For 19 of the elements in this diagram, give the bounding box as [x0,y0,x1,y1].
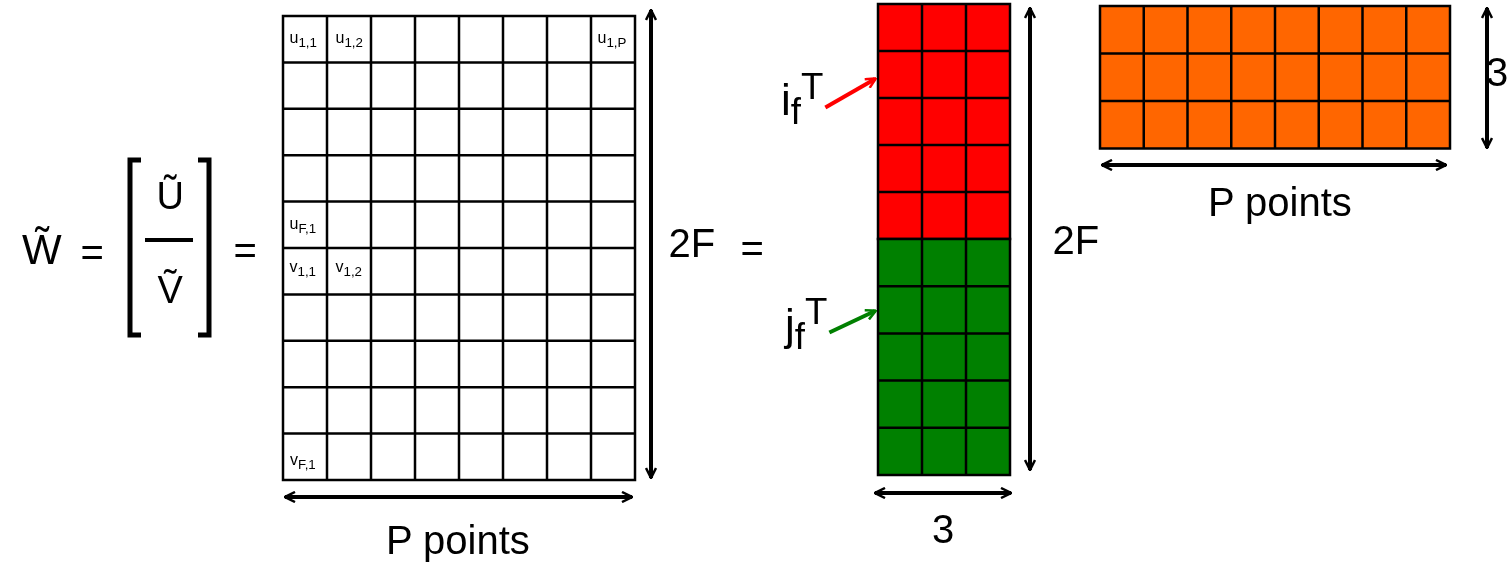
cell-label: u$_{1,P}$ [597,30,627,50]
equals-sign: = [80,232,104,272]
dimension-label: 2F [1052,220,1100,260]
arrow [828,309,878,335]
cell-label: v$_{1,1}$ [289,259,317,279]
dimension-label: P points [1208,182,1352,222]
cell-label: v$_{F,1}$ [290,452,316,472]
dimension-label: 3 [1486,52,1509,92]
arrow [824,77,878,110]
dimension-label: P points [386,520,530,560]
cell-label: v$_{1,2}$ [335,259,363,279]
dimension-label: 2F [668,223,716,263]
matrix-symbol: Ṽ [157,271,183,309]
cell-label: u$_{1,2}$ [335,30,363,50]
equals-sign: = [233,230,257,270]
dimension-label: 3 [932,509,955,549]
cell-label: u$_{F,1}$ [289,216,317,236]
equals-sign: = [740,228,764,268]
cell-label: u$_{1,1}$ [289,30,317,50]
